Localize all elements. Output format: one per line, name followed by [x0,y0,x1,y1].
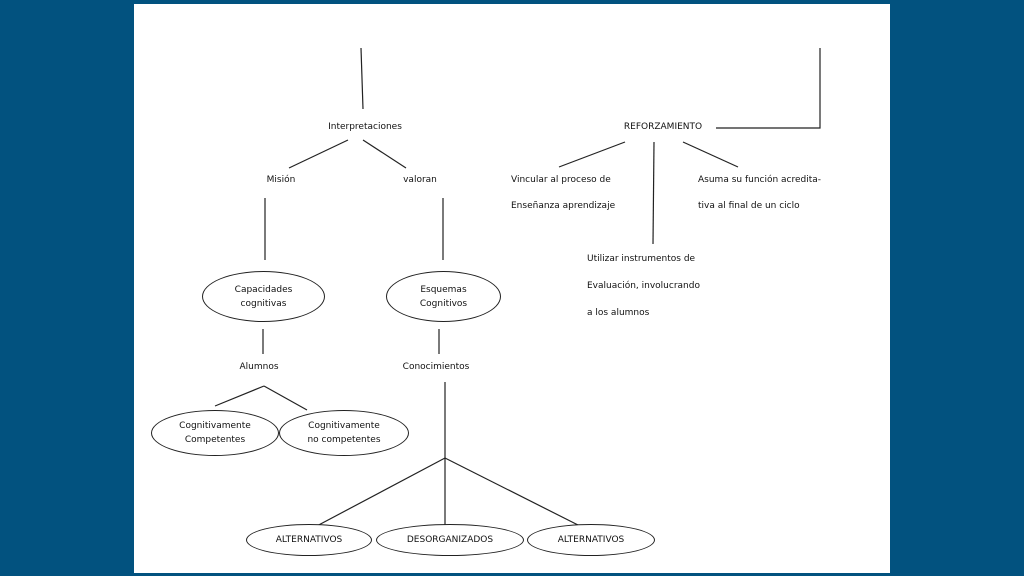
alternativos-left-label: ALTERNATIVOS [275,535,343,545]
connector [558,141,626,168]
vincular-line-1: Vincular al proceso de [511,175,611,185]
desorganizados-label: DESORGANIZADOS [406,535,494,545]
vincular-line-2: Enseñanza aprendizaje [511,201,616,211]
esquemas-line-1: Esquemas [420,284,467,295]
node-vincular: Vincular al proceso de Enseñanza aprendi… [511,174,615,213]
connector [652,141,655,245]
asuma-line-1: Asuma su función acredita- [698,175,822,185]
connector [716,48,821,129]
capacidades-line-2: cognitivas [240,298,287,309]
utilizar-line-3: a los alumnos [587,308,650,318]
utilizar-line-2: Evaluación, involucrando [587,281,700,291]
node-alumnos: Alumnos [239,362,279,372]
node-asuma: Asuma su función acredita- tiva al final… [698,174,821,213]
node-utilizar: Utilizar instrumentos de Evaluación, inv… [587,253,700,320]
node-capacidades-cognitivas: Capacidades cognitivas [202,271,325,322]
node-interpretaciones: Interpretaciones [328,122,402,132]
node-cognitivamente-competentes: Cognitivamente Competentes [151,410,279,456]
node-alternativos-right: ALTERNATIVOS [527,524,655,556]
node-cognitivamente-no-competentes: Cognitivamente no competentes [279,410,409,456]
asuma-line-2: tiva al final de un ciclo [698,201,800,211]
utilizar-line-1: Utilizar instrumentos de [587,254,696,264]
connector [312,457,446,529]
connector [263,385,308,411]
slide: Interpretaciones Misión valoran Capacida… [134,4,890,573]
esquemas-line-2: Cognitivos [419,298,468,309]
no-competentes-line-2: no competentes [307,435,381,445]
node-conocimientos: Conocimientos [402,362,470,372]
node-desorganizados: DESORGANIZADOS [376,524,524,556]
connector-lines [214,47,821,529]
connector [360,47,364,110]
competentes-line-1: Cognitivamente [179,421,251,431]
connector [444,457,581,527]
connector [288,139,349,169]
no-competentes-line-1: Cognitivamente [308,421,380,431]
connector [362,139,407,169]
alternativos-right-label: ALTERNATIVOS [557,535,625,545]
node-alternativos-left: ALTERNATIVOS [246,524,372,556]
node-reforzamiento: REFORZAMIENTO [623,122,703,132]
competentes-line-2: Competentes [184,435,246,445]
node-valoran: valoran [403,175,437,185]
connector [682,141,739,168]
node-esquemas-cognitivos: Esquemas Cognitivos [386,271,501,322]
connector [214,385,265,407]
capacidades-line-1: Capacidades [234,284,293,295]
node-mision: Misión [266,175,296,185]
